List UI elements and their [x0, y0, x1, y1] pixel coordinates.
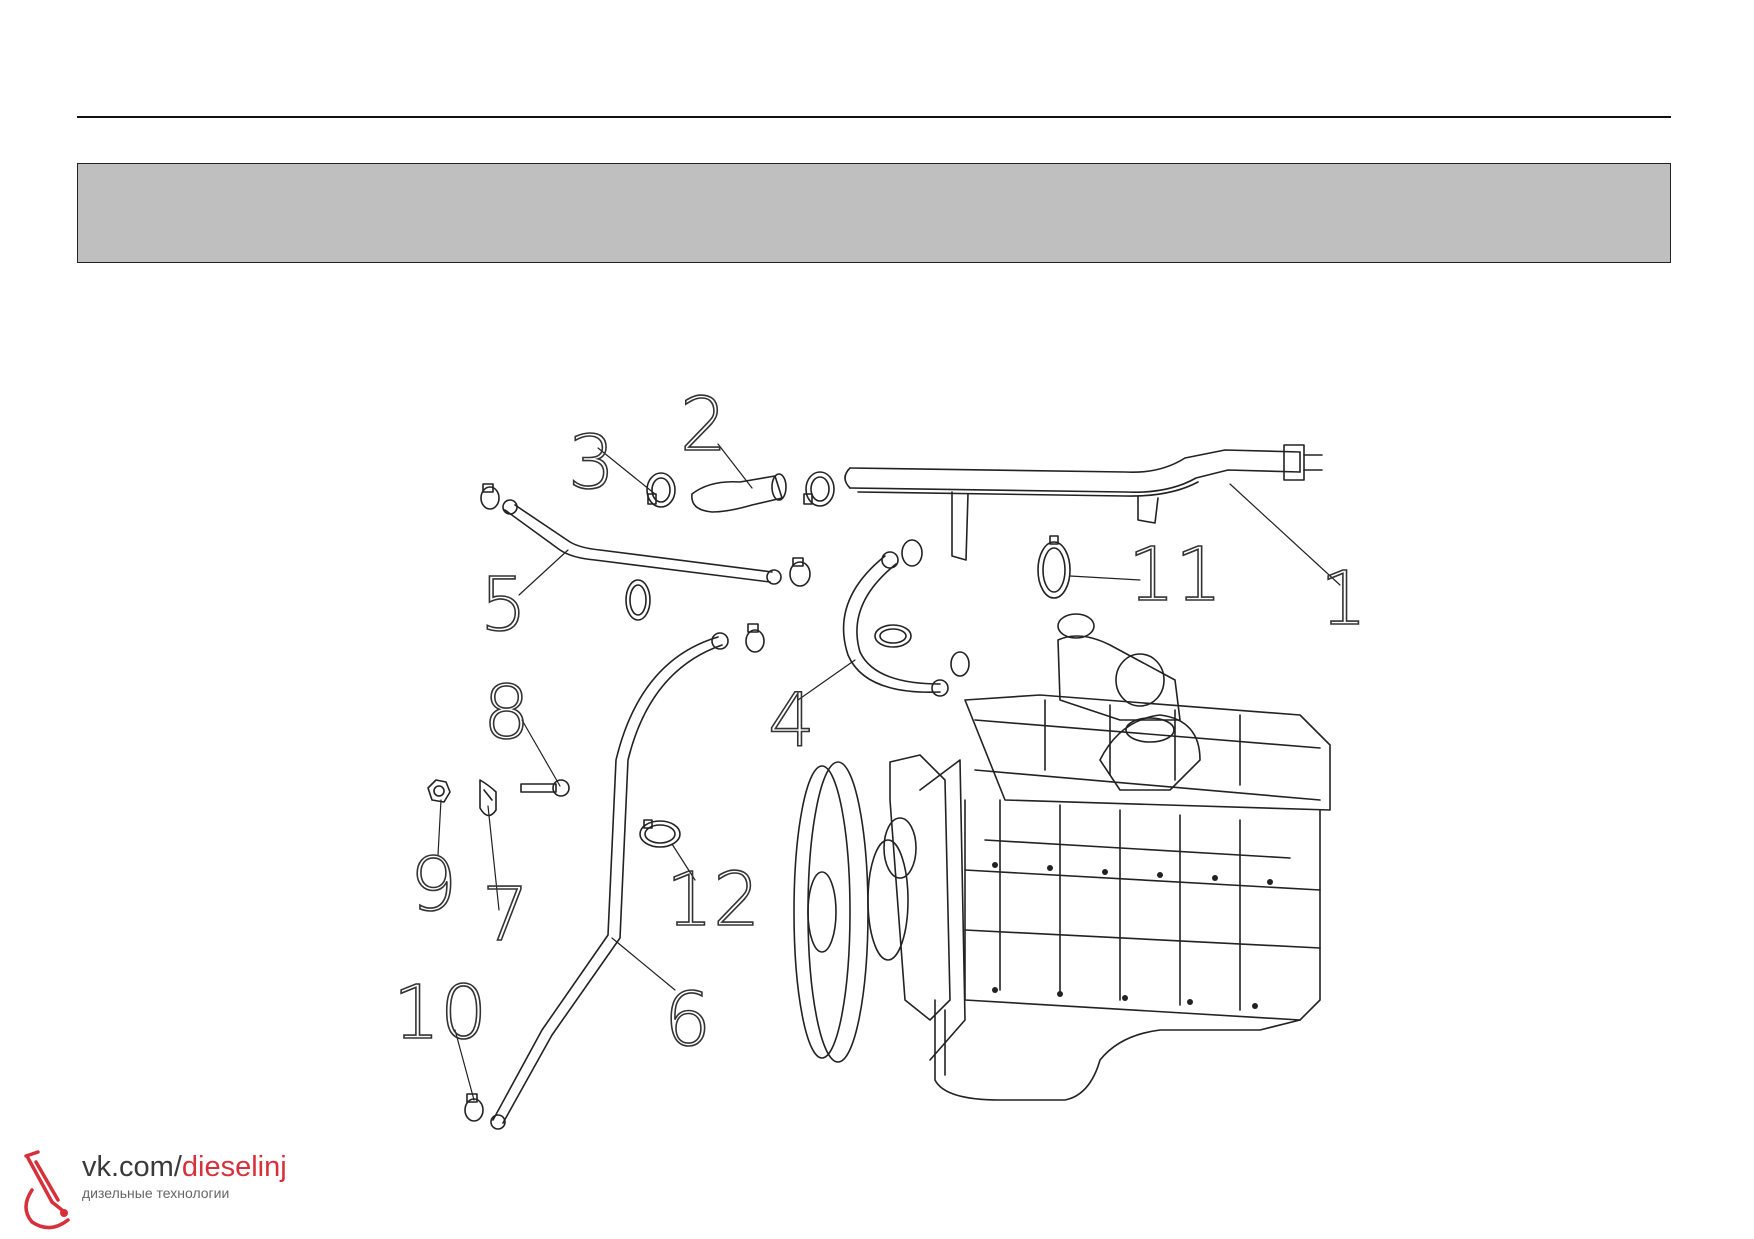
- callout-numbers: 1 2 3 4 5 6 7 8 9 10 11 12: [392, 381, 1368, 1064]
- part-7-bracket: [479, 779, 497, 817]
- injector-logo-icon: [24, 1150, 70, 1230]
- callout-9: 9: [410, 842, 457, 928]
- part-3-hose-clamp: [646, 471, 835, 508]
- callout-6: 6: [664, 977, 711, 1063]
- callout-12: 12: [666, 857, 760, 943]
- part-2-elbow-hose: [691, 473, 787, 513]
- callout-7: 7: [482, 872, 529, 958]
- part-8-bolt: [520, 779, 570, 797]
- title-banner: [77, 163, 1671, 263]
- part-1-coolant-pipe: [844, 444, 1323, 561]
- callout-5: 5: [480, 562, 527, 648]
- callout-4: 4: [768, 678, 815, 764]
- part-12-clamp: [639, 819, 681, 848]
- watermark: vk.com/dieselinj дизельные технологии: [18, 1150, 318, 1235]
- callout-1: 1: [1320, 556, 1367, 642]
- watermark-tagline: дизельные технологии: [82, 1185, 230, 1201]
- leader-lines: [437, 443, 1341, 1101]
- part-6-long-pipe: [464, 623, 765, 1130]
- callout-8: 8: [483, 670, 530, 756]
- callout-10: 10: [393, 970, 487, 1056]
- part-4-curved-hose: [842, 539, 970, 697]
- part-9-nut: [427, 779, 451, 803]
- part-5-clamp: [625, 579, 651, 621]
- watermark-url[interactable]: vk.com/dieselinj: [82, 1150, 287, 1184]
- header-rule: [77, 116, 1671, 118]
- callout-2: 2: [680, 382, 727, 468]
- watermark-url-prefix: vk.com/: [82, 1151, 182, 1183]
- part-5-pipe: [480, 483, 811, 587]
- watermark-url-accent: dieselinj: [181, 1151, 287, 1183]
- part-11-clamp: [1037, 535, 1071, 599]
- engine-block: [793, 613, 1331, 1101]
- callout-3: 3: [568, 420, 615, 506]
- callout-11: 11: [1128, 532, 1222, 618]
